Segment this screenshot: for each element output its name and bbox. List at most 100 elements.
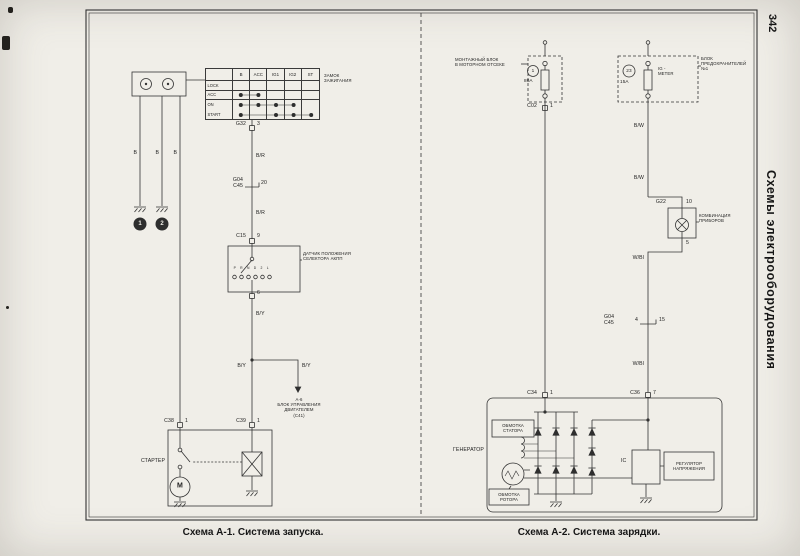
wire-label-bw-2: B/W	[633, 175, 644, 181]
motor-label: M	[177, 482, 183, 490]
ecu-label: А-6 БЛОК УПРАВЛЕНИЯ ДВИГАТЕЛЕМ (С41)	[277, 397, 321, 418]
ground-icon	[133, 206, 147, 213]
connector-c15-pin6-icon	[249, 293, 255, 299]
connector-g04c45-label-a2: G04 C45	[604, 314, 615, 327]
rectifier-diodes-icon	[534, 410, 650, 501]
rotor-label: ОБМОТКА РОТОРА	[498, 491, 520, 502]
wire-label-by-2: B/Y	[237, 363, 246, 369]
connector-g04c45-junction	[640, 319, 657, 325]
connector-c15-pin-top: 9	[257, 233, 260, 239]
a2-circuit	[486, 40, 723, 513]
side-title: Схемы электрооборудования	[764, 170, 778, 370]
connector-g04c45-pin-right: 15	[659, 317, 665, 323]
starter-label: СТАРТЕР	[140, 458, 165, 464]
connector-g04c45-pin-left: 4	[635, 317, 638, 323]
connector-c34-icon	[542, 392, 548, 398]
fuse-icon	[643, 60, 653, 99]
connector-c34-label: C34	[527, 390, 537, 396]
connector-g22-label: G22	[655, 199, 666, 205]
ignition-col-st: ST	[301, 69, 319, 81]
starter-box	[167, 428, 273, 508]
connector-g32-icon	[249, 125, 255, 131]
connector-c15-icon	[249, 238, 255, 244]
ecu-branch-wire	[252, 359, 299, 388]
fuse-number-circle	[622, 64, 636, 78]
battery-wires	[139, 79, 205, 422]
table-corner	[206, 69, 233, 81]
fuse-main-rating: 80А	[524, 78, 533, 83]
ignition-switch-label: ЗАМОК ЗАЖИГАНИЯ	[324, 73, 352, 84]
a1-circuit	[131, 71, 314, 508]
fuse-icon	[540, 60, 550, 99]
wire-label-b-1: B	[133, 150, 137, 156]
connector-c02-label: C02	[527, 103, 537, 109]
ignition-row-on: ON	[206, 100, 233, 110]
page-frame	[85, 9, 758, 521]
selector-sensor-label: ДАТЧИК ПОЛОЖЕНИЯ СЕЛЕКТОРА АКПП	[303, 251, 351, 262]
connector-c38-icon	[177, 422, 183, 428]
connector-g32-pin: 3	[257, 121, 260, 127]
ground-icon	[245, 490, 259, 497]
caption-a1: Схема А-1. Система запуска.	[182, 527, 324, 538]
wire-label-bw-1: B/W	[633, 123, 644, 129]
battery-icon	[131, 71, 187, 97]
fuse-block-label: БЛОК ПРЕДОХРАНИТЕЛЕЙ №1	[701, 56, 747, 72]
ignition-col-ig2: IG2	[284, 69, 302, 81]
cluster-label: КОМБИНАЦИЯ ПРИБОРОВ	[699, 213, 731, 224]
wire-label-br-1: B/R	[256, 153, 265, 159]
ic-label: IC	[621, 458, 627, 464]
connector-c39-icon	[249, 422, 255, 428]
wire-label-by-3: B/Y	[302, 363, 311, 369]
connector-g22-pin-top: 10	[686, 199, 692, 205]
ground-point-1-number: 1	[138, 221, 142, 227]
connector-g04c45-label-a1: G04 C45	[232, 177, 243, 190]
scan-speck	[2, 36, 10, 50]
ground-icon	[549, 501, 563, 508]
wire-label-wbl-1: W/Bl	[632, 255, 644, 261]
connector-c39-pin: 1	[257, 418, 260, 424]
ignition-row-lock: LOCK	[206, 81, 233, 91]
fuse-ig-rating: 15А	[620, 79, 629, 84]
generator-label: ГЕНЕРАТОР	[453, 447, 484, 453]
voltage-regulator-box	[631, 449, 715, 497]
arrow-down-icon	[294, 386, 302, 393]
wire-label-br-2: B/R	[256, 210, 265, 216]
ignition-col-ig1: IG1	[267, 69, 285, 81]
fuse-main-number: 1	[531, 68, 535, 74]
scan-speck	[6, 306, 9, 309]
stator-winding-icon	[491, 419, 574, 459]
connector-g22-pin-bottom: 5	[686, 240, 689, 246]
page-number: 342	[766, 14, 778, 33]
ground-icon	[155, 206, 169, 213]
wire-label-b-2: B	[155, 150, 159, 156]
connector-c38-label: C38	[164, 418, 174, 424]
wire-label-wbl-2: W/Bl	[632, 361, 644, 367]
ignition-row-acc: ACC	[206, 90, 233, 100]
fuse-number-circle	[527, 65, 539, 77]
generator-box	[486, 397, 723, 513]
wire-label-b-3: B	[173, 150, 177, 156]
ground-point-1-badge	[133, 217, 147, 231]
lamp-wire-upper	[647, 98, 683, 208]
connector-c39-label: C39	[236, 418, 246, 424]
connector-c36-label: C36	[630, 390, 640, 396]
ignition-col-acc: ACC	[250, 69, 268, 81]
fuse-ig-circuit-label: IG - METER	[658, 66, 674, 77]
caption-a2: Схема А-2. Система зарядки.	[517, 527, 661, 538]
ignition-contacts	[238, 93, 314, 117]
ground-icon	[639, 497, 653, 504]
ignition-switch-table: B ACC IG1 IG2 ST LOCK ACC ON START	[205, 68, 320, 120]
stator-label: ОБМОТКА СТАТОРА	[502, 422, 524, 433]
connector-c15-pin-bottom: 6	[257, 290, 260, 296]
connector-c36-pin: 7	[653, 390, 656, 396]
supply-stubs	[544, 44, 649, 56]
connector-g04c45-junction	[245, 182, 260, 188]
lamp-wire-lower	[647, 238, 683, 392]
connector-c15-label: C15	[236, 233, 246, 239]
regulator-label: РЕГУЛЯТОР НАПРЯЖЕНИЯ	[672, 460, 706, 471]
connector-g04c45-pin-a1: 20	[261, 180, 267, 186]
connector-g32-label: G32	[235, 121, 246, 127]
ground-point-2-number: 2	[160, 221, 164, 227]
